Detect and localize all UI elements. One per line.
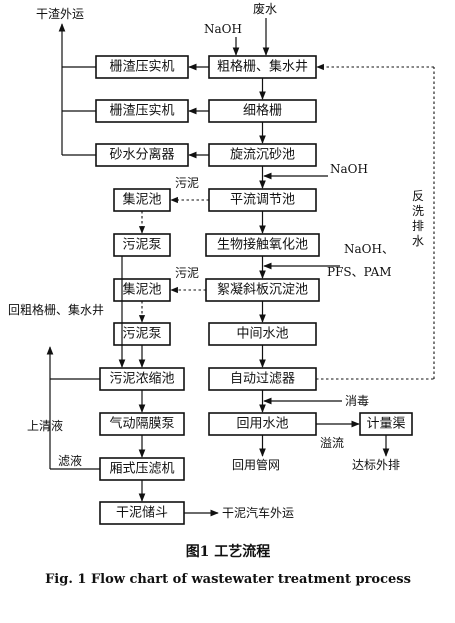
connectors-return xyxy=(46,63,435,470)
label-pfs-pam: PFS、PAM xyxy=(327,265,392,279)
node-equalization: 平流调节池 xyxy=(208,188,317,212)
svg-text:污泥泵: 污泥泵 xyxy=(122,238,161,253)
node-screen-press-2: 栅渣压实机 xyxy=(95,99,189,123)
svg-text:平流调节池: 平流调节池 xyxy=(230,193,295,208)
node-fine-screen: 细格栅 xyxy=(208,99,317,123)
node-reuse-tank: 回用水池 xyxy=(208,412,317,436)
label-naoh-3: NaOH、 xyxy=(344,242,394,256)
node-metering-flume: 计量渠 xyxy=(359,412,413,436)
svg-text:干泥储斗: 干泥储斗 xyxy=(116,506,168,521)
node-sludge-hopper: 干泥储斗 xyxy=(99,501,185,525)
svg-text:砂水分离器: 砂水分离器 xyxy=(109,147,174,163)
node-sludge-pump-2: 污泥泵 xyxy=(113,322,171,346)
node-screen-press-1: 栅渣压实机 xyxy=(95,55,189,79)
label-disinfection: 消毒 xyxy=(345,394,369,408)
caption-en: Fig. 1 Flow chart of wastewater treatmen… xyxy=(45,572,411,587)
node-auto-filter: 自动过滤器 xyxy=(208,367,317,391)
node-coarse-screen: 粗格栅、集水井 xyxy=(208,55,317,79)
node-flocculation-settler: 絮凝斜板沉淀池 xyxy=(205,278,320,302)
node-intermediate-tank: 中间水池 xyxy=(208,322,317,346)
node-sand-separator: 砂水分离器 xyxy=(95,143,189,167)
node-sludge-tank-1: 集泥池 xyxy=(113,188,171,212)
label-backwash: 反 洗 排 水 xyxy=(412,189,428,248)
label-reuse-network: 回用管网 xyxy=(232,457,280,472)
label-sludge-2: 污泥 xyxy=(175,266,199,280)
label-wastewater: 废水 xyxy=(253,1,277,16)
svg-text:细格栅: 细格栅 xyxy=(243,103,282,119)
svg-text:粗格栅、集水井: 粗格栅、集水井 xyxy=(217,59,308,75)
caption-zh: 图1 工艺流程 xyxy=(186,543,271,560)
svg-text:气动隔膜泵: 气动隔膜泵 xyxy=(109,416,174,432)
label-return-coarse: 回粗格栅、集水井 xyxy=(8,302,104,317)
label-naoh-1: NaOH xyxy=(204,22,242,36)
svg-text:絮凝斜板沉淀池: 絮凝斜板沉淀池 xyxy=(217,282,308,298)
svg-text:中间水池: 中间水池 xyxy=(236,327,288,342)
svg-text:生物接触氧化池: 生物接触氧化池 xyxy=(217,237,308,253)
node-sludge-tank-2: 集泥池 xyxy=(113,278,171,302)
node-thickener: 污泥浓缩池 xyxy=(99,367,185,391)
svg-text:栅渣压实机: 栅渣压实机 xyxy=(109,104,174,119)
svg-text:污泥浓缩池: 污泥浓缩池 xyxy=(109,371,174,387)
svg-text:厢式压滤机: 厢式压滤机 xyxy=(109,462,174,477)
label-filtrate: 滤液 xyxy=(58,453,82,468)
connectors-screenings xyxy=(58,23,209,159)
node-bio-contact: 生物接触氧化池 xyxy=(205,233,320,257)
svg-text:污泥泵: 污泥泵 xyxy=(122,327,161,342)
node-filter-press: 厢式压滤机 xyxy=(99,457,185,481)
node-diaphragm-pump: 气动隔膜泵 xyxy=(99,412,185,436)
label-naoh-2: NaOH xyxy=(330,162,368,176)
label-dry-sludge-out: 干泥汽车外运 xyxy=(222,505,294,520)
label-supernatant: 上清液 xyxy=(27,418,63,433)
label-dry-residue: 干渣外运 xyxy=(36,7,84,21)
svg-text:旋流沉砂池: 旋流沉砂池 xyxy=(230,148,295,163)
svg-text:栅渣压实机: 栅渣压实机 xyxy=(109,60,174,75)
svg-text:自动过滤器: 自动过滤器 xyxy=(230,372,295,387)
label-overflow: 溢流 xyxy=(320,436,344,450)
connectors-sludge xyxy=(118,196,219,517)
svg-text:计量渠: 计量渠 xyxy=(366,417,405,432)
label-discharge: 达标外排 xyxy=(352,458,400,472)
node-grit-chamber: 旋流沉砂池 xyxy=(208,143,317,167)
svg-text:集泥池: 集泥池 xyxy=(122,282,161,298)
svg-text:回用水池: 回用水池 xyxy=(236,417,288,432)
label-sludge-1: 污泥 xyxy=(175,176,199,190)
connectors-main xyxy=(232,18,390,457)
svg-text:集泥池: 集泥池 xyxy=(122,192,161,208)
node-sludge-pump-1: 污泥泵 xyxy=(113,233,171,257)
